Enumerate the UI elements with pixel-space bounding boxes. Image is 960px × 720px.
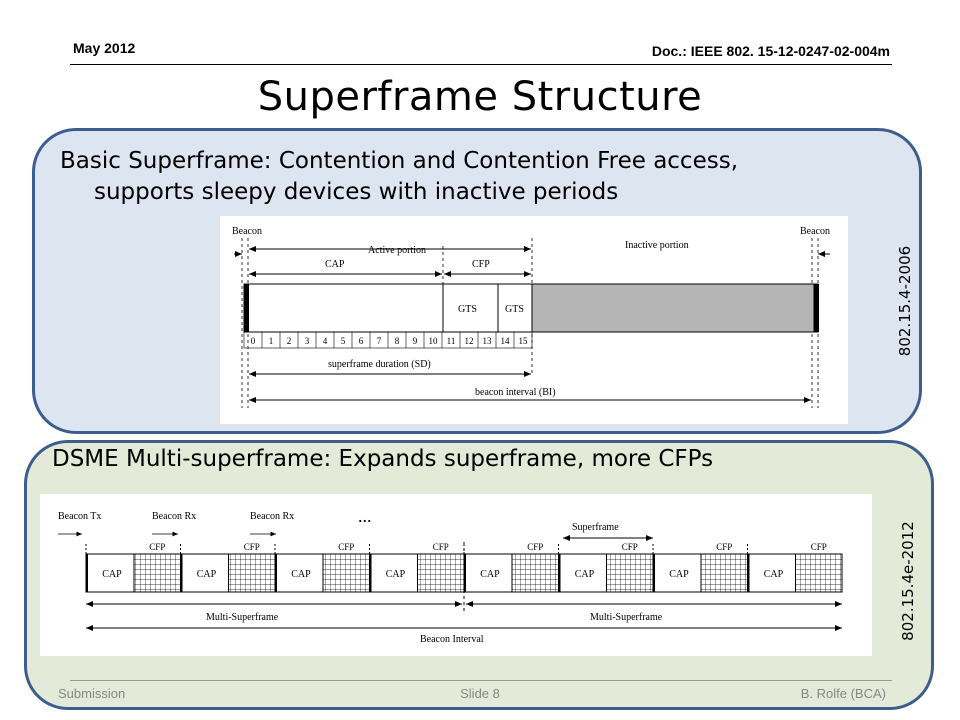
dsme-multisuperframe-diagram: Beacon Tx Beacon Rx Beacon Rx ... Superf… [40, 494, 872, 656]
beacon-block-right [814, 284, 819, 332]
slot-number: 4 [323, 336, 328, 346]
dsme-cfp-grid [133, 553, 181, 593]
beacon-label-left: Beacon [232, 226, 262, 237]
dsme-beacon-mark [747, 554, 750, 592]
footer-rule [70, 680, 892, 681]
footer-slide-number: Slide 8 [460, 686, 500, 701]
basic-side-label: 802.15.4-2006 [896, 245, 914, 357]
dsme-cfp-grid [795, 553, 843, 593]
dsme-cap-label: CAP [669, 569, 689, 580]
beacon-block-left [244, 284, 249, 332]
dsme-beacon-mark [275, 554, 277, 592]
dsme-cfp-label: CFP [338, 542, 354, 552]
inactive-portion-label: Inactive portion [625, 240, 689, 251]
beacon-rx-label-2: Beacon Rx [250, 511, 294, 522]
gts-label-1: GTS [458, 304, 477, 315]
dsme-cfp-grid [228, 553, 276, 593]
beacon-label-right: Beacon [800, 226, 830, 237]
slot-number: 1 [269, 336, 274, 346]
slot-number: 15 [519, 336, 529, 346]
dsme-beacon-mark [464, 554, 466, 592]
dsme-beacon-mark [86, 554, 88, 592]
multi-superframe-label-1: Multi-Superframe [206, 612, 279, 623]
dsme-cfp-label: CFP [527, 542, 543, 552]
dsme-cfp-grid [417, 553, 465, 593]
gts-label-2: GTS [505, 304, 524, 315]
dsme-cfp-label: CFP [622, 542, 638, 552]
basic-superframe-svg: Beacon Beacon Active portion Inactive po… [232, 226, 830, 408]
dsme-cap-label: CAP [386, 569, 406, 580]
beacon-interval-label: Beacon Interval [420, 634, 484, 645]
basic-superframe-text: Basic Superframe: Contention and Content… [60, 146, 860, 208]
cap-label: CAP [325, 259, 345, 270]
active-portion-label: Active portion [368, 245, 426, 256]
dsme-cap-label: CAP [102, 569, 122, 580]
dsme-text: DSME Multi-superframe: Expands superfram… [52, 446, 714, 472]
basic-superframe-diagram: Beacon Beacon Active portion Inactive po… [220, 216, 848, 424]
slot-number: 5 [341, 336, 346, 346]
header-rule [70, 64, 892, 65]
slot-number: 3 [305, 336, 310, 346]
dsme-beacon-mark [558, 554, 561, 592]
dsme-cfp-label: CFP [244, 542, 260, 552]
sd-label: superframe duration (SD) [328, 359, 431, 370]
dsme-cap-label: CAP [480, 569, 500, 580]
dsme-beacon-mark [369, 554, 372, 592]
beacon-rx-label-1: Beacon Rx [152, 511, 196, 522]
cfp-label: CFP [472, 259, 490, 270]
slot-number: 0 [251, 336, 256, 346]
slot-number: 12 [465, 336, 474, 346]
dsme-beacon-mark [180, 554, 183, 592]
dsme-cap-label: CAP [291, 569, 311, 580]
multi-superframe-label-2: Multi-Superframe [590, 612, 663, 623]
footer-author: B. Rolfe (BCA) [800, 686, 886, 701]
dsme-cfp-label: CFP [149, 542, 165, 552]
slot-number: 7 [377, 336, 382, 346]
dsme-cap-label: CAP [575, 569, 595, 580]
basic-line-2: supports sleepy devices with inactive pe… [94, 179, 619, 205]
ellipsis-label: ... [358, 506, 372, 526]
superframe-label: Superframe [572, 522, 619, 533]
footer-submission: Submission [58, 686, 126, 701]
dsme-beacon-mark [653, 554, 655, 592]
dsme-side-label: 802.15.4e-2012 [899, 521, 917, 641]
slide-title: Superframe Structure [257, 74, 703, 120]
slot-number: 14 [501, 336, 511, 346]
slot-number: 2 [287, 336, 292, 346]
dsme-cap-label: CAP [764, 569, 784, 580]
dsme-cfp-grid [322, 553, 370, 593]
basic-line-1: Basic Superframe: Contention and Content… [60, 148, 739, 174]
beacon-tx-label: Beacon Tx [58, 511, 101, 522]
header-date: May 2012 [73, 40, 136, 56]
slot-number: 8 [395, 336, 400, 346]
inactive-region [531, 283, 815, 333]
dsme-cfp-label: CFP [811, 542, 827, 552]
bi-label: beacon interval (BI) [475, 387, 556, 398]
slot-number: 6 [359, 336, 364, 346]
slot-number: 9 [413, 336, 418, 346]
slot-number: 10 [429, 336, 439, 346]
dsme-cfp-grid [606, 553, 654, 593]
header-doc-id: Doc.: IEEE 802. 15-12-0247-02-004m [651, 43, 890, 59]
slot-number: 13 [483, 336, 493, 346]
dsme-cfp-grid [700, 553, 748, 593]
dsme-svg: Beacon Tx Beacon Rx Beacon Rx ... Superf… [58, 506, 843, 645]
slot-number: 11 [447, 336, 456, 346]
dsme-cap-label: CAP [197, 569, 217, 580]
dsme-cfp-label: CFP [716, 542, 732, 552]
dsme-cfp-grid [511, 553, 559, 593]
dsme-cfp-label: CFP [433, 542, 449, 552]
